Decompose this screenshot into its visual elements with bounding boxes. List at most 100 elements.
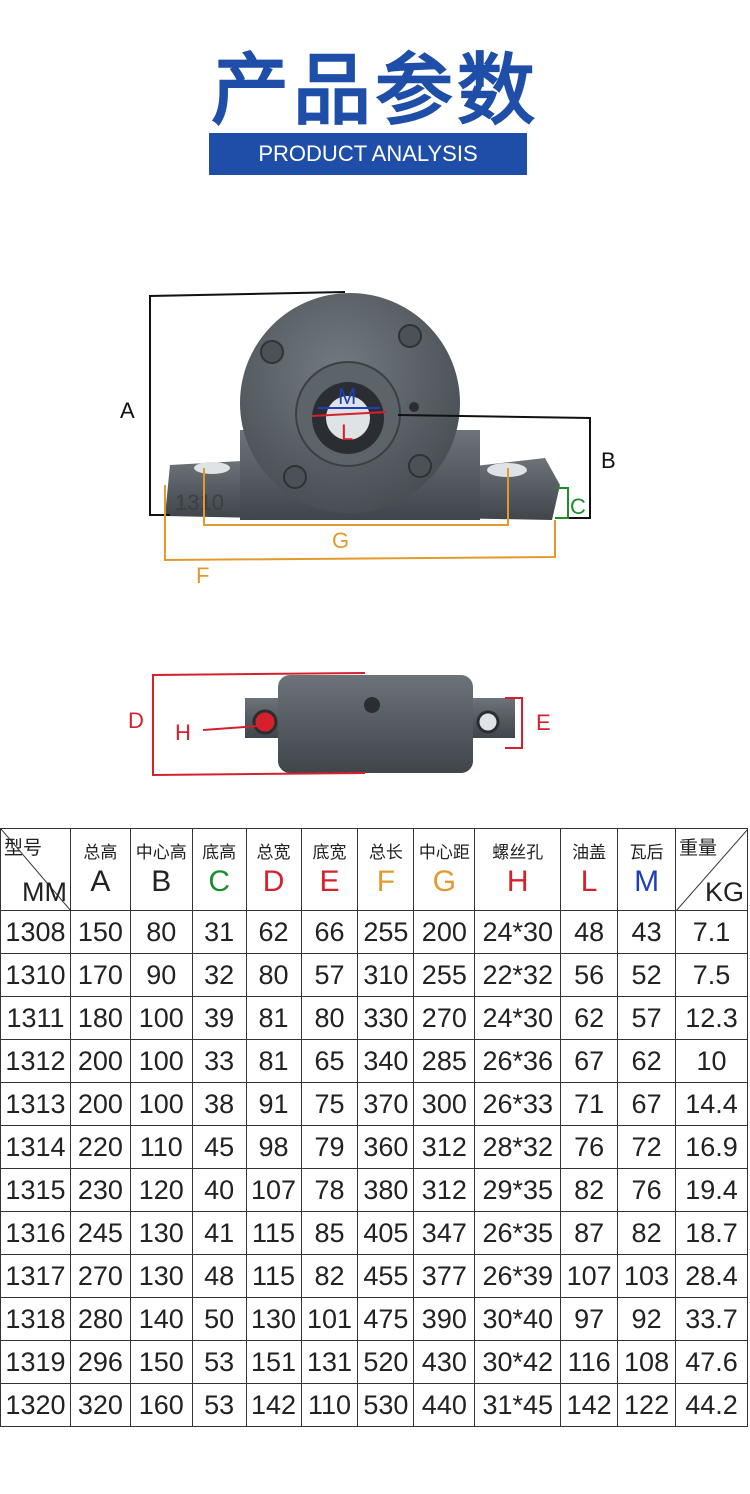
value-cell: 530 — [357, 1383, 415, 1427]
value-cell: 377 — [413, 1254, 476, 1298]
value-cell: 31 — [191, 910, 247, 954]
value-cell: 100 — [129, 1039, 193, 1083]
value-cell: 270 — [413, 996, 476, 1040]
dim-label-l: L — [341, 420, 353, 445]
page-title: 产品参数 — [210, 46, 539, 136]
weight-cell: 28.4 — [675, 1254, 748, 1298]
value-cell: 82 — [560, 1168, 619, 1212]
value-cell: 245 — [69, 1211, 131, 1255]
value-cell: 26*35 — [474, 1211, 562, 1255]
value-cell: 107 — [245, 1168, 302, 1212]
value-cell: 24*30 — [474, 996, 562, 1040]
value-cell: 101 — [300, 1297, 359, 1341]
value-cell: 120 — [129, 1168, 193, 1212]
value-cell: 22*32 — [474, 953, 562, 997]
value-cell: 130 — [129, 1254, 193, 1298]
value-cell: 475 — [357, 1297, 415, 1341]
value-cell: 455 — [357, 1254, 415, 1298]
value-cell: 230 — [69, 1168, 131, 1212]
weight-cell: 18.7 — [675, 1211, 748, 1255]
value-cell: 320 — [69, 1383, 131, 1427]
value-cell: 65 — [300, 1039, 359, 1083]
dim-label-d: D — [128, 708, 144, 733]
model-cell: 1313 — [0, 1082, 71, 1126]
header-weight-label: 重量 — [679, 837, 718, 859]
value-cell: 72 — [617, 1125, 677, 1169]
model-cell: 1310 — [0, 953, 71, 997]
weight-cell: 7.5 — [675, 953, 748, 997]
value-cell: 76 — [617, 1168, 677, 1212]
casting-mark-text: 1310 — [175, 490, 224, 515]
value-cell: 40 — [191, 1168, 247, 1212]
value-cell: 150 — [69, 910, 131, 954]
dim-label-f: F — [196, 563, 209, 588]
value-cell: 80 — [245, 953, 302, 997]
value-cell: 57 — [300, 953, 359, 997]
corner-cell-weight: 重量 KG — [675, 828, 749, 911]
weight-cell: 10 — [675, 1039, 748, 1083]
value-cell: 312 — [413, 1125, 476, 1169]
value-cell: 108 — [617, 1340, 677, 1384]
value-cell: 390 — [413, 1297, 476, 1341]
value-cell: 270 — [69, 1254, 131, 1298]
value-cell: 78 — [300, 1168, 359, 1212]
value-cell: 110 — [129, 1125, 193, 1169]
value-cell: 82 — [617, 1211, 677, 1255]
model-cell: 1318 — [0, 1297, 71, 1341]
value-cell: 30*40 — [474, 1297, 562, 1341]
value-cell: 200 — [69, 1039, 131, 1083]
model-cell: 1317 — [0, 1254, 71, 1298]
value-cell: 50 — [191, 1297, 247, 1341]
value-cell: 57 — [617, 996, 677, 1040]
value-cell: 53 — [191, 1383, 247, 1427]
value-cell: 67 — [617, 1082, 677, 1126]
value-cell: 24*30 — [474, 910, 562, 954]
dim-label-a: A — [120, 398, 135, 423]
value-cell: 28*32 — [474, 1125, 562, 1169]
weight-cell: 47.6 — [675, 1340, 748, 1384]
value-cell: 90 — [129, 953, 193, 997]
dim-label-m: M — [338, 384, 356, 409]
value-cell: 80 — [129, 910, 193, 954]
value-cell: 45 — [191, 1125, 247, 1169]
value-cell: 98 — [245, 1125, 302, 1169]
value-cell: 142 — [560, 1383, 619, 1427]
value-cell: 103 — [617, 1254, 677, 1298]
weight-cell: 16.9 — [675, 1125, 748, 1169]
header-unit-label: MM — [21, 877, 67, 907]
value-cell: 79 — [300, 1125, 359, 1169]
value-cell: 151 — [245, 1340, 302, 1384]
value-cell: 296 — [69, 1340, 131, 1384]
value-cell: 255 — [357, 910, 415, 954]
weight-cell: 14.4 — [675, 1082, 748, 1126]
model-cell: 1316 — [0, 1211, 71, 1255]
model-cell: 1308 — [0, 910, 71, 954]
value-cell: 115 — [245, 1254, 302, 1298]
value-cell: 280 — [69, 1297, 131, 1341]
value-cell: 115 — [245, 1211, 302, 1255]
value-cell: 62 — [560, 996, 619, 1040]
value-cell: 255 — [413, 953, 476, 997]
value-cell: 62 — [617, 1039, 677, 1083]
value-cell: 26*33 — [474, 1082, 562, 1126]
value-cell: 100 — [129, 1082, 193, 1126]
value-cell: 405 — [357, 1211, 415, 1255]
header-model-label: 型号 — [4, 837, 43, 859]
value-cell: 39 — [191, 996, 247, 1040]
dim-label-g: G — [332, 528, 349, 553]
value-cell: 67 — [560, 1039, 619, 1083]
model-cell: 1315 — [0, 1168, 71, 1212]
model-cell: 1314 — [0, 1125, 71, 1169]
value-cell: 87 — [560, 1211, 619, 1255]
value-cell: 140 — [129, 1297, 193, 1341]
value-cell: 75 — [300, 1082, 359, 1126]
